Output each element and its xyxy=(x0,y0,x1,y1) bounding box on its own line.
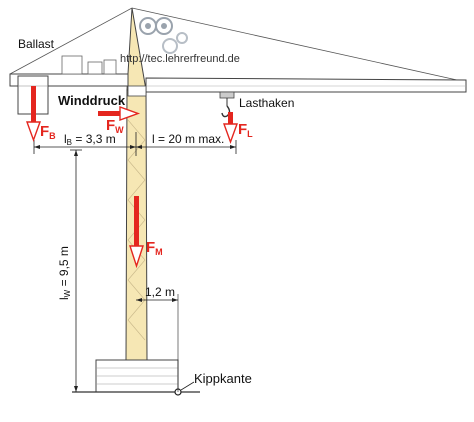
kippkante-leader xyxy=(180,381,195,391)
force-label-fl: FL xyxy=(238,121,253,139)
force-arrow-fw xyxy=(98,106,141,121)
force-arrow-fm xyxy=(129,196,144,269)
label-ballast: Ballast xyxy=(18,37,55,51)
force-arrow-fl xyxy=(223,112,238,145)
hook-icon xyxy=(221,105,231,118)
dim-label-lw: lW = 9,5 m xyxy=(57,246,72,300)
crane-cab xyxy=(127,85,147,97)
machinery-box-1 xyxy=(61,55,83,75)
owl-logo-icon xyxy=(139,17,188,54)
label-lasthaken: Lasthaken xyxy=(239,96,295,110)
cable-right xyxy=(131,7,467,83)
mast-lattice xyxy=(127,119,146,341)
dim-label-lb: lB = 3,3 m xyxy=(64,132,116,147)
dim-label-offset: 1,2 m xyxy=(145,285,176,299)
label-winddruck: Winddruck xyxy=(58,93,126,108)
cable-left xyxy=(9,7,133,75)
force-label-fm: FM xyxy=(146,239,163,257)
dim-label-l: l = 20 m max. xyxy=(152,132,225,146)
main-jib xyxy=(145,77,467,93)
machinery-box-2 xyxy=(87,61,103,75)
force-arrow-fb xyxy=(26,86,41,143)
trolley xyxy=(219,91,235,99)
machinery-box-3 xyxy=(103,59,117,75)
force-label-fw: FW xyxy=(106,117,124,135)
label-kippkante: Kippkante xyxy=(194,371,252,386)
website-url: http://tec.lehrerfreund.de xyxy=(120,53,240,65)
force-label-fb: FB xyxy=(40,123,56,141)
